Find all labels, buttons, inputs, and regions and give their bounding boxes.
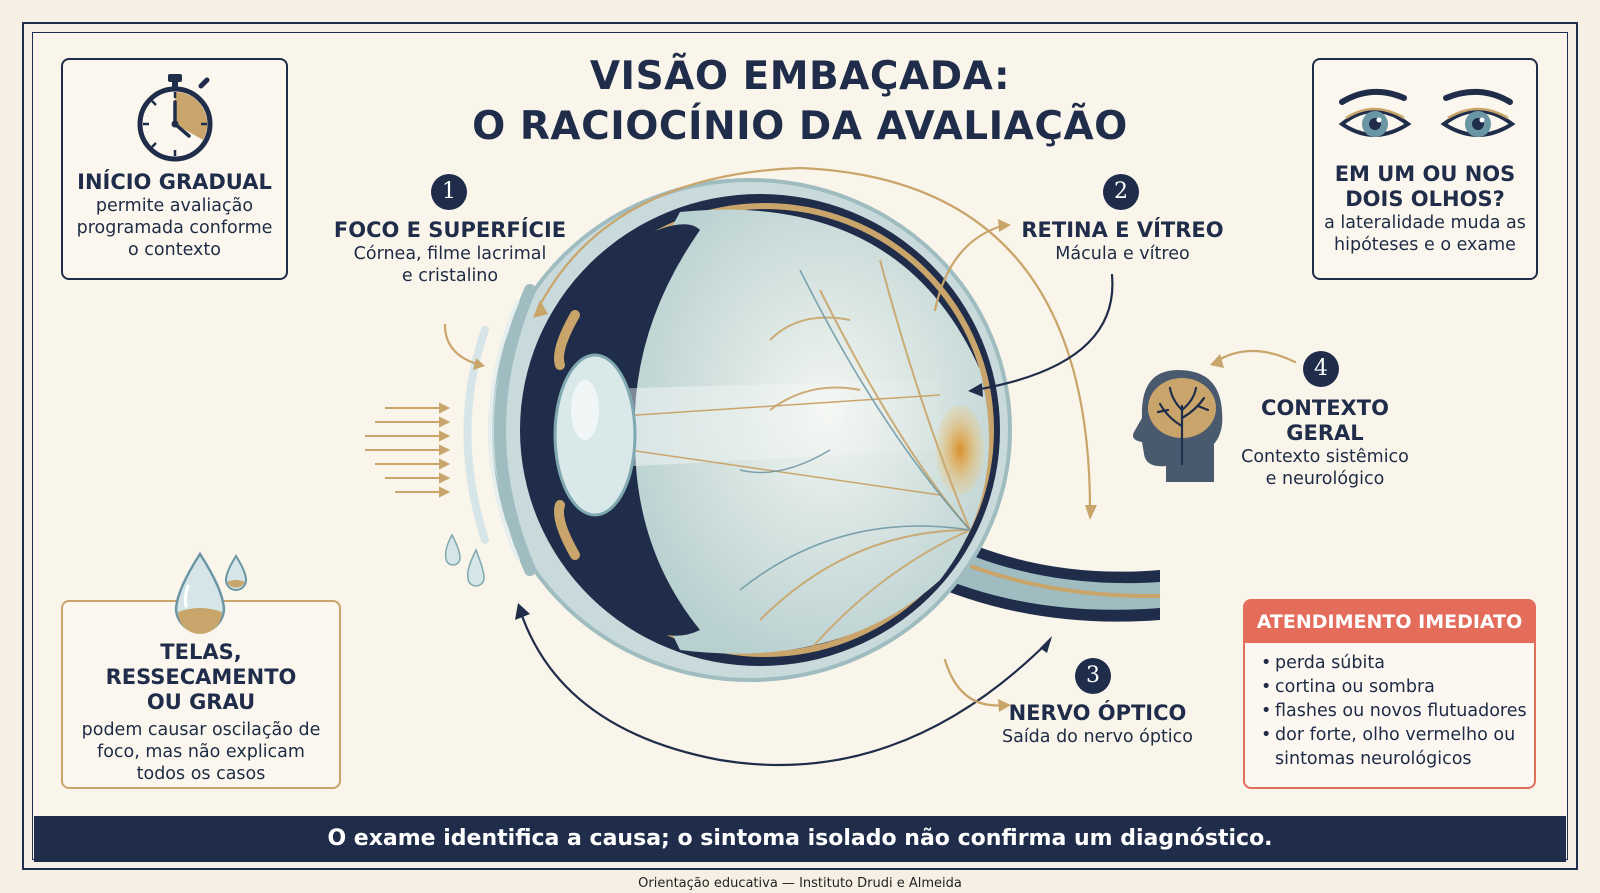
title-line-1: VISÃO EMBAÇADA:: [589, 54, 1011, 99]
screens-heading-2: OU GRAU: [146, 690, 256, 714]
laterality-heading-2: DOIS OLHOS?: [1345, 187, 1505, 211]
urgent-item: dor forte, olho vermelho ou: [1261, 723, 1534, 747]
step-4-heading-1: CONTEXTO: [1261, 396, 1389, 420]
onset-text-3: o contexto: [128, 240, 221, 260]
screens-heading-1: TELAS, RESSECAMENTO: [105, 640, 297, 689]
urgent-item-continuation: sintomas neurológicos: [1275, 749, 1472, 769]
step-number-4: 4: [1303, 351, 1339, 387]
step-2-text-1: Mácula e vítreo: [1055, 244, 1190, 264]
urgent-item: perda súbita: [1261, 651, 1534, 675]
bottom-banner: O exame identifica a causa; o sintoma is…: [34, 816, 1566, 862]
urgent-list: perda súbita cortina ou sombra flashes o…: [1245, 651, 1534, 771]
onset-text-2: programada conforme: [76, 218, 273, 238]
step-2-heading: RETINA E VÍTREO: [1021, 218, 1224, 242]
step-4-text-1: Contexto sistêmico: [1241, 447, 1409, 467]
step-4-label: CONTEXTO GERAL Contexto sistêmico e neur…: [1225, 396, 1425, 490]
urgent-item: flashes ou novos flutuadores: [1261, 699, 1534, 723]
screens-text-3: todos os casos: [136, 764, 266, 784]
step-number-3: 3: [1075, 658, 1111, 694]
laterality-text-1: a lateralidade muda as: [1324, 213, 1526, 233]
head-brain-icon: [1133, 370, 1223, 482]
step-1-text-2: e cristalino: [401, 266, 499, 286]
step-1-text-1: Córnea, filme lacrimal: [353, 244, 547, 264]
screens-text-1: podem causar oscilação de: [81, 720, 321, 740]
step-number-2: 2: [1103, 174, 1139, 210]
step-3-text-1: Saída do nervo óptico: [1001, 727, 1193, 747]
screens-text-2: foco, mas não explicam: [97, 742, 305, 762]
step-4-text-2: e neurológico: [1265, 469, 1385, 489]
laterality-text-2: hipóteses e o exame: [1334, 235, 1516, 255]
step-4-heading-2: GERAL: [1286, 421, 1364, 445]
onset-heading: INÍCIO GRADUAL: [77, 170, 272, 194]
urgent-care-box: ATENDIMENTO IMEDIATO perda súbita cortin…: [1243, 599, 1536, 789]
step-2-label: RETINA E VÍTREO Mácula e vítreo: [1010, 218, 1235, 265]
title-line-2: O RACIOCÍNIO DA AVALIAÇÃO: [472, 104, 1128, 149]
laterality-box: EM UM OU NOS DOIS OLHOS? a lateralidade …: [1312, 58, 1538, 280]
outer-frame: [22, 22, 1578, 870]
tear-drop-icon: [174, 551, 248, 634]
urgent-item: cortina ou sombra: [1261, 675, 1534, 699]
onset-box: INÍCIO GRADUAL permite avaliação program…: [61, 58, 288, 280]
step-1-heading: FOCO E SUPERFÍCIE: [333, 218, 567, 242]
urgent-heading: ATENDIMENTO IMEDIATO: [1245, 601, 1534, 643]
eyes-icon: [1338, 88, 1516, 137]
footer-credit: Orientação educativa — Instituto Drudi e…: [638, 876, 962, 891]
step-1-label: FOCO E SUPERFÍCIE Córnea, filme lacrimal…: [330, 218, 570, 287]
step-3-heading: NERVO ÓPTICO: [1008, 701, 1187, 725]
step-number-1: 1: [431, 174, 467, 210]
step-3-label: NERVO ÓPTICO Saída do nervo óptico: [990, 701, 1205, 748]
stopwatch-icon: [137, 74, 213, 162]
page-title: VISÃO EMBAÇADA: O RACIOCÍNIO DA AVALIAÇÃ…: [420, 52, 1180, 152]
laterality-heading-1: EM UM OU NOS: [1334, 162, 1516, 186]
eye-anatomy-illustration: [365, 178, 1161, 682]
screens-box: TELAS, RESSECAMENTO OU GRAU podem causar…: [61, 600, 341, 789]
onset-text-1: permite avaliação: [95, 196, 254, 216]
